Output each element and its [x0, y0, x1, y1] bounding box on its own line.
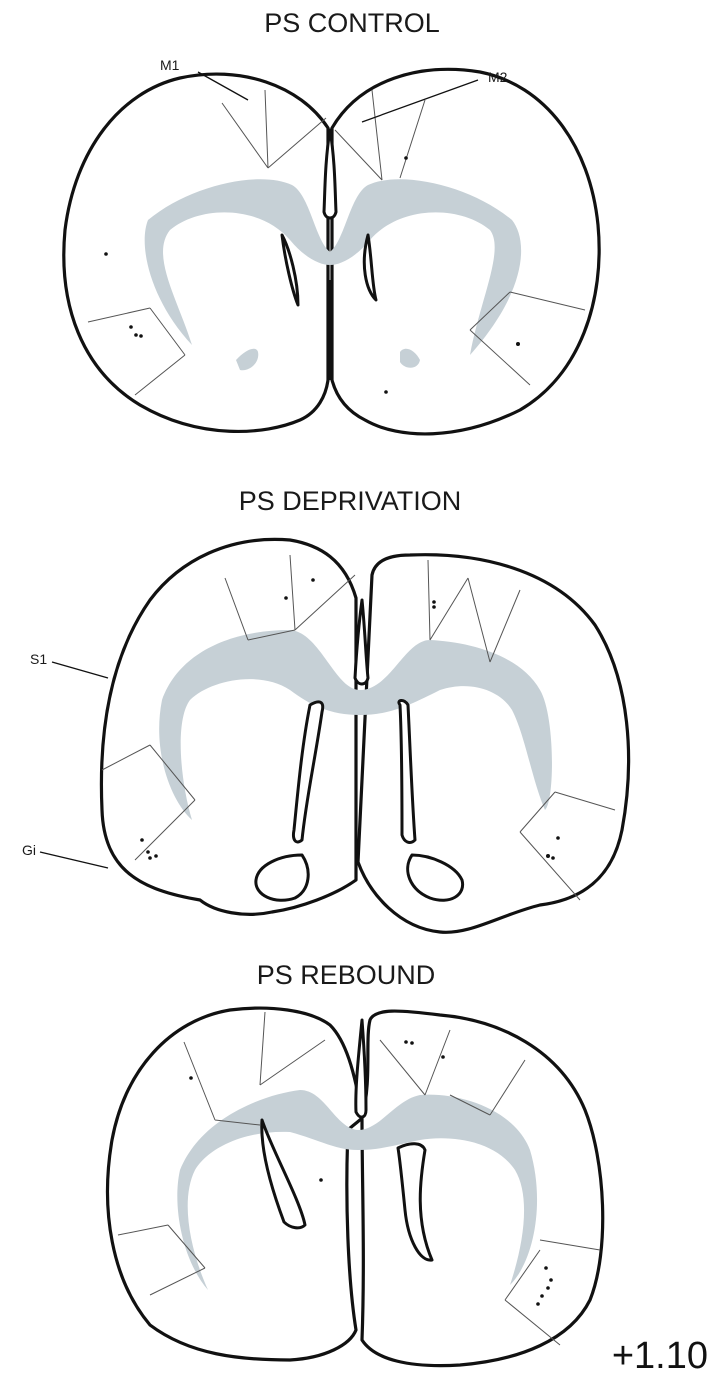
cell-marker — [549, 1278, 553, 1282]
cell-marker — [404, 156, 408, 160]
cell-marker — [544, 1266, 548, 1270]
cell-marker — [319, 1178, 323, 1182]
cell-marker — [404, 1040, 408, 1044]
label-m1: M1 — [160, 57, 180, 73]
cell-marker — [432, 605, 436, 609]
right-hemisphere-outline — [332, 69, 599, 434]
label-m2: M2 — [488, 69, 508, 85]
cell-marker — [432, 600, 436, 604]
cell-marker — [311, 578, 315, 582]
midline-fissure — [356, 1020, 366, 1117]
cell-marker — [536, 1302, 540, 1306]
cell-marker — [556, 836, 560, 840]
cell-marker — [410, 1041, 414, 1045]
cell-marker — [139, 334, 143, 338]
cell-marker — [384, 390, 388, 394]
label-gi: Gi — [22, 842, 36, 858]
cell-marker — [441, 1055, 445, 1059]
leader-gi — [40, 852, 108, 868]
panel-title-deprivation: PS DEPRIVATION — [239, 486, 462, 516]
cell-marker — [129, 325, 133, 329]
panel-ps-deprivation: PS DEPRIVATION S1 Gi — [22, 486, 629, 932]
panel-title-rebound: PS REBOUND — [257, 960, 436, 990]
cell-marker — [140, 838, 144, 842]
cell-marker — [148, 856, 152, 860]
cell-marker — [540, 1294, 544, 1298]
cell-marker — [551, 856, 555, 860]
cell-marker — [516, 342, 520, 346]
panel-ps-rebound: PS REBOUND — [108, 960, 603, 1366]
cell-marker — [134, 333, 138, 337]
cell-marker — [546, 854, 550, 858]
right-hemisphere-outline — [362, 1011, 603, 1366]
cell-marker — [146, 850, 150, 854]
leader-s1 — [52, 662, 108, 678]
right-hemisphere-outline — [358, 555, 629, 933]
panel-ps-control: PS CONTROL M1 M2 — [64, 8, 599, 434]
cell-marker — [189, 1076, 193, 1080]
cell-marker — [104, 252, 108, 256]
cell-marker — [546, 1286, 550, 1290]
cell-marker — [284, 596, 288, 600]
label-s1: S1 — [30, 651, 47, 667]
cell-marker — [154, 854, 158, 858]
coordinate-label: +1.10 — [612, 1335, 708, 1377]
left-hemisphere-outline — [108, 1008, 362, 1360]
panel-title-control: PS CONTROL — [264, 8, 440, 38]
